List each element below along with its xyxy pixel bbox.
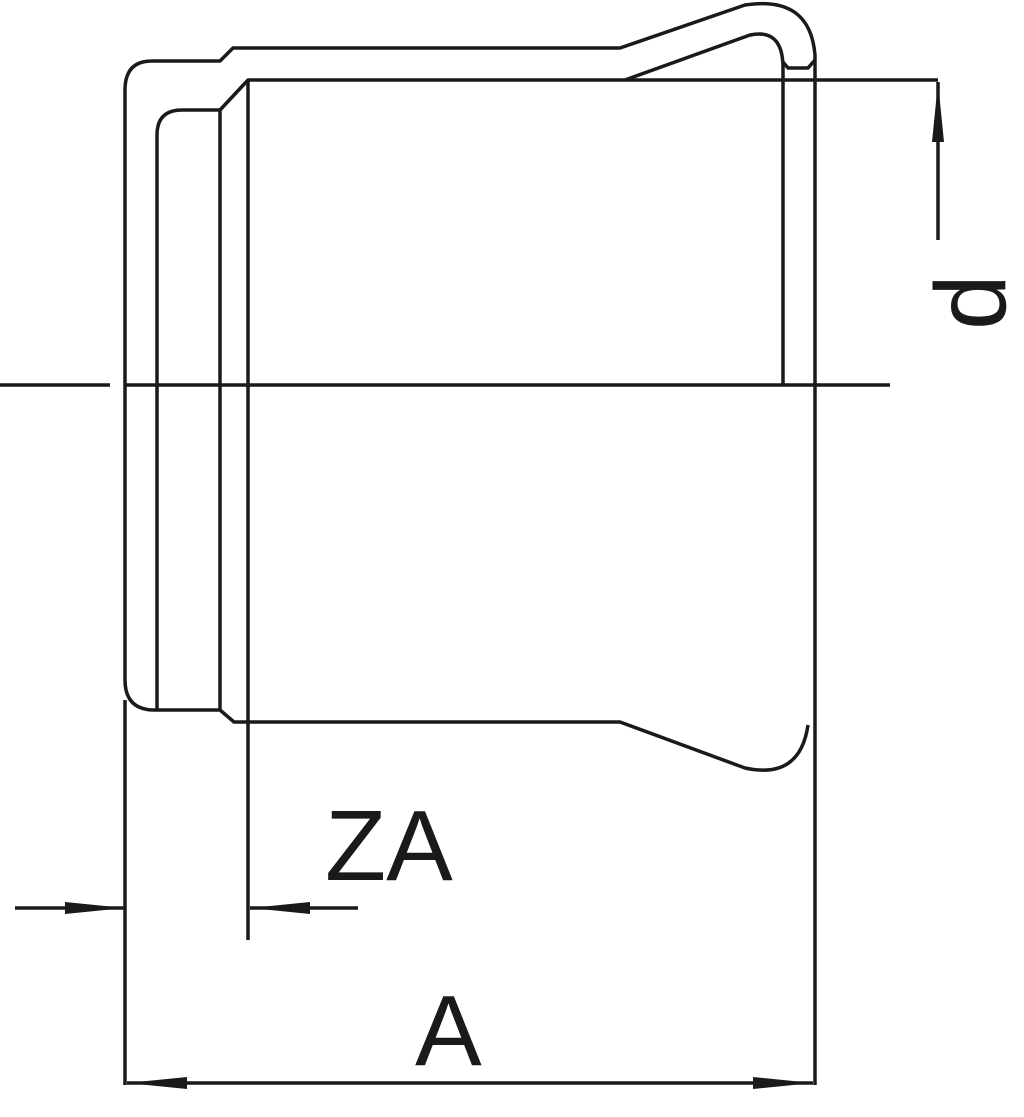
- dimension-d: d: [915, 82, 1024, 330]
- label-a: A: [415, 975, 482, 1087]
- label-za: ZA: [325, 790, 453, 902]
- label-d: d: [915, 274, 1024, 330]
- dimension-za: ZA: [15, 790, 453, 914]
- fitting-outline: [123, 1, 938, 1085]
- dimension-a: A: [123, 700, 813, 1089]
